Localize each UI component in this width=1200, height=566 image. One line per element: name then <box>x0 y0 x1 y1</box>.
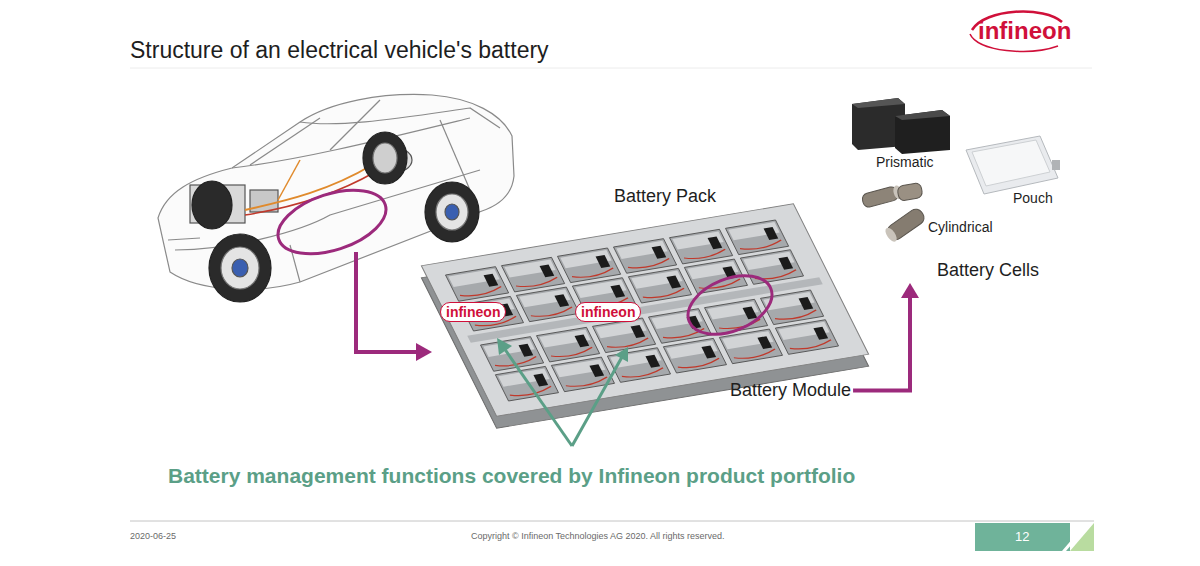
footer-copyright: Copyright © Infineon Technologies AG 202… <box>471 531 725 541</box>
cylindrical-cells <box>861 182 927 243</box>
company-logo: infineon <box>978 17 1071 45</box>
component-label-box: Battery Pack <box>612 184 718 209</box>
page-number: 12 <box>1015 529 1029 544</box>
slide-title: Structure of an electrical vehicle's bat… <box>130 37 549 64</box>
footer-accent <box>1070 523 1094 551</box>
cell-type-label: Prismatic <box>876 154 934 170</box>
green-pointer-arrows <box>497 338 628 446</box>
flow-arrow <box>853 283 919 391</box>
pack-logo: infineon <box>575 302 641 322</box>
cell-type-label: Pouch <box>1013 190 1053 206</box>
footer-date: 2020-06-25 <box>130 531 176 541</box>
arrow-head <box>901 283 919 298</box>
component-label-box: Battery Module <box>728 378 853 403</box>
component-name: Battery Module <box>730 380 851 401</box>
battery-pack-drawing <box>421 204 868 417</box>
title-rule <box>130 68 1092 69</box>
pointer-arrow <box>356 252 418 352</box>
pouch-cell <box>966 136 1060 194</box>
page-number-box <box>975 523 1070 551</box>
highlight-ellipse <box>679 264 780 345</box>
footer-rule <box>130 521 1094 522</box>
connector-line <box>853 297 910 391</box>
footer-accent-gap <box>1062 523 1090 551</box>
highlight-ellipse <box>270 178 394 266</box>
cell-type-label: Cylindrical <box>928 219 993 235</box>
component-name: Battery Pack <box>614 186 716 207</box>
pack-logo: infineon <box>440 302 506 322</box>
component-label-box: Battery Cells <box>845 92 1065 283</box>
arrow-head <box>416 343 432 361</box>
callout-note: Battery management functions covered by … <box>168 464 855 488</box>
prismatic-cells <box>852 98 950 154</box>
component-name: Battery Cells <box>937 260 1063 281</box>
